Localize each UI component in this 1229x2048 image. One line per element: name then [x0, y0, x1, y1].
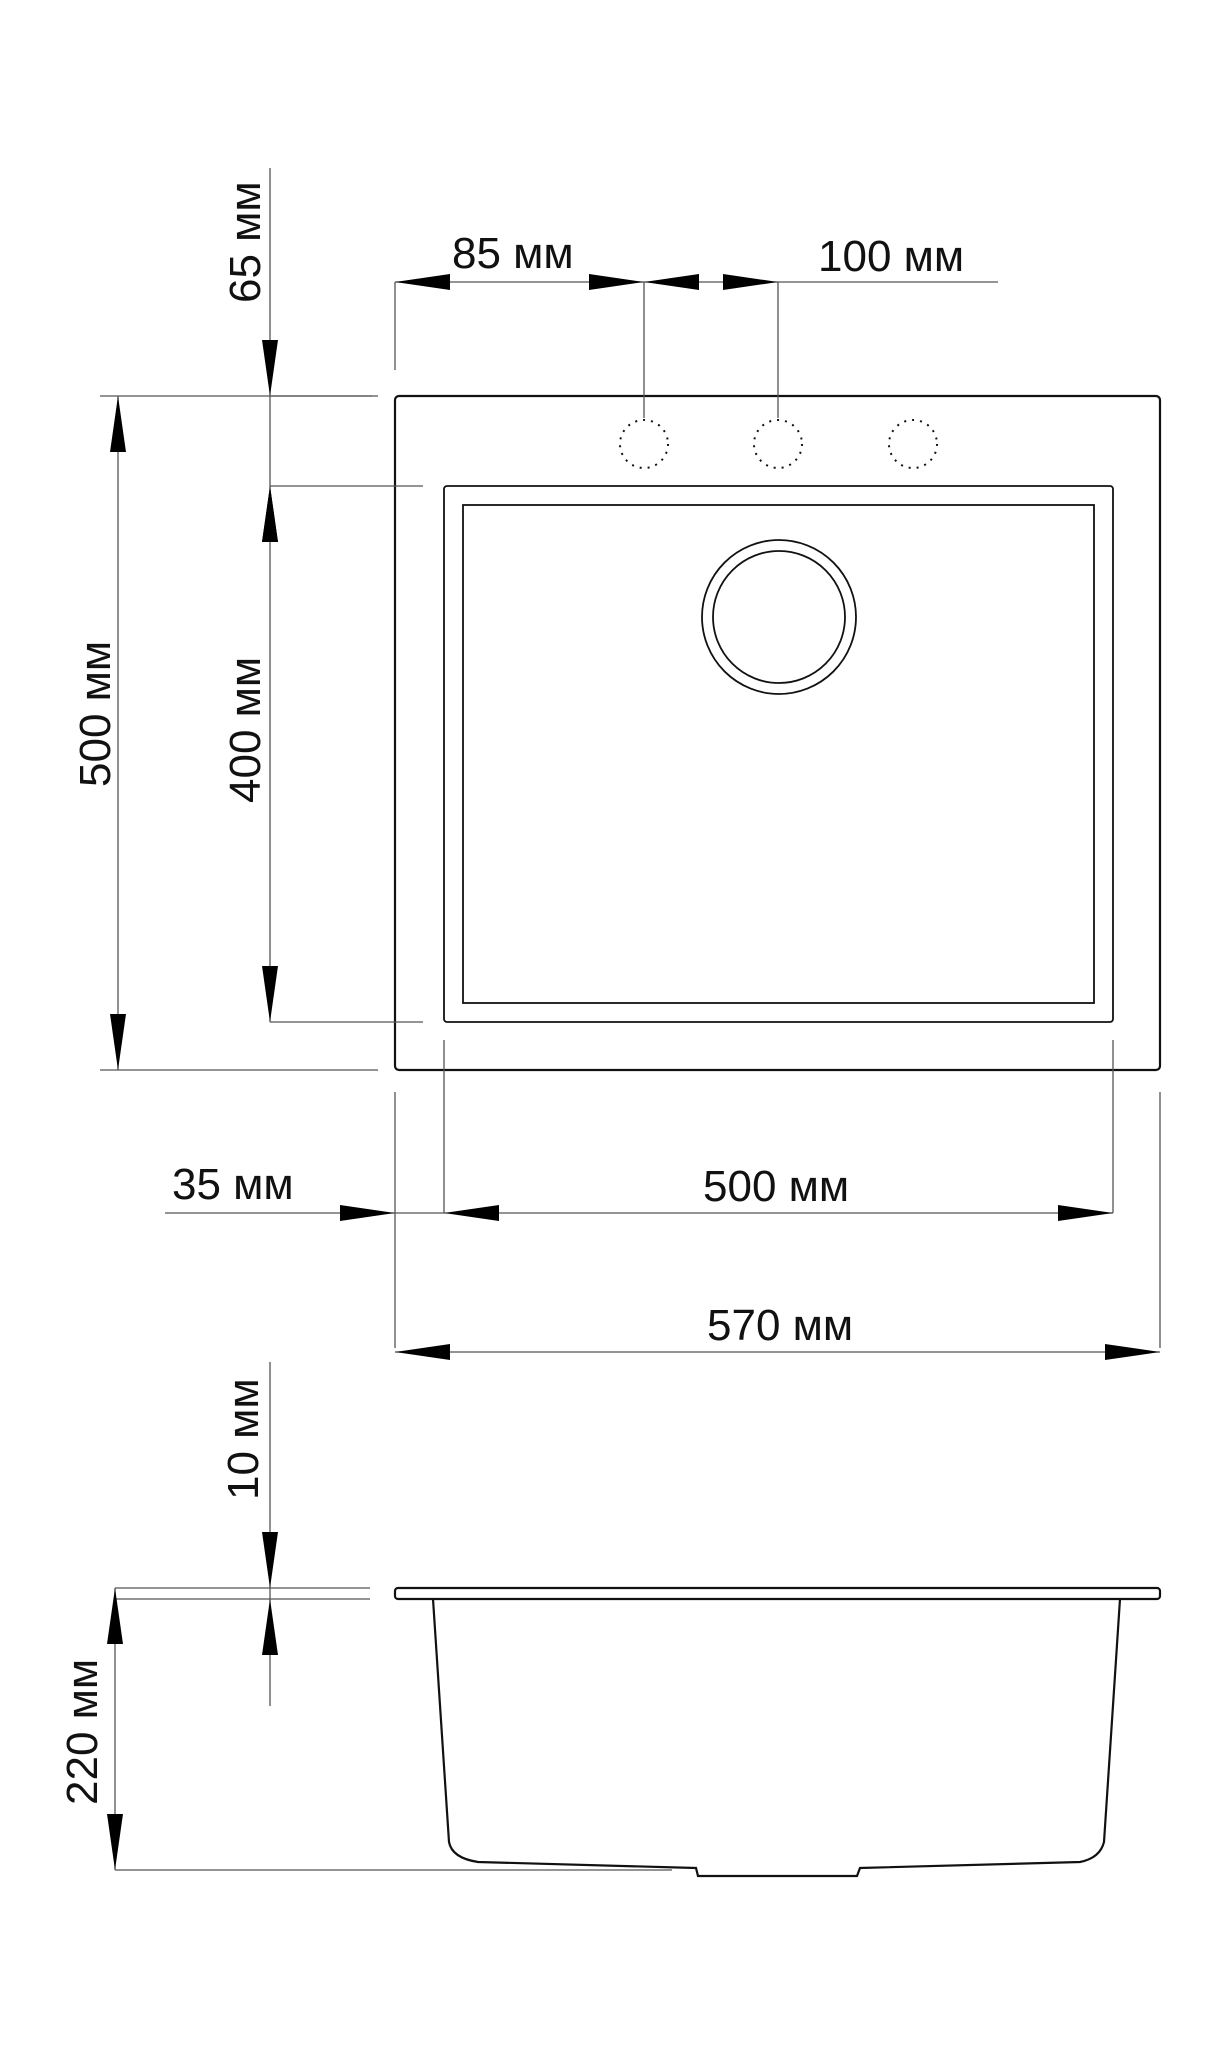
side-view — [393, 1586, 1162, 1878]
sink-bowl-profile — [431, 1598, 1122, 1878]
tap-offset-label: 85 мм — [452, 229, 574, 278]
dimension-rim-thickness: 10 мм — [115, 1362, 370, 1706]
top-view — [393, 394, 1162, 1072]
total-width-label: 570 мм — [707, 1301, 853, 1350]
dimension-total-depth: 500 мм — [71, 395, 378, 1071]
tap-hole-center — [753, 419, 803, 469]
tap-hole-left — [619, 419, 669, 469]
sink-rim-profile — [393, 1586, 1162, 1601]
dimension-total-width: 570 мм — [395, 1301, 1160, 1360]
bowl-width-label: 500 мм — [703, 1162, 849, 1211]
tap-hole-right — [888, 419, 938, 469]
dimension-bowl-width: 35 мм 500 мм — [165, 1040, 1161, 1348]
bowl-inner-edge — [462, 504, 1095, 1004]
dimension-tap-offset: 85 мм 100 мм — [394, 229, 998, 418]
dimension-sink-height: 220 мм — [58, 1588, 672, 1871]
rim-thickness-label: 10 мм — [219, 1378, 268, 1500]
tap-spacing-label: 100 мм — [818, 232, 964, 281]
total-depth-label: 500 мм — [71, 641, 120, 787]
drain-icon — [701, 539, 857, 695]
top-margin-label: 65 мм — [221, 181, 270, 303]
sink-outer-rim — [393, 394, 1162, 1072]
side-margin-label: 35 мм — [172, 1160, 294, 1209]
sink-height-label: 220 мм — [58, 1659, 107, 1805]
bowl-depth-label: 400 мм — [221, 657, 270, 803]
bowl-outer-edge — [443, 485, 1114, 1023]
dimension-bowl-depth: 400 мм — [221, 485, 423, 1023]
dimension-top-margin: 65 мм — [221, 168, 372, 542]
